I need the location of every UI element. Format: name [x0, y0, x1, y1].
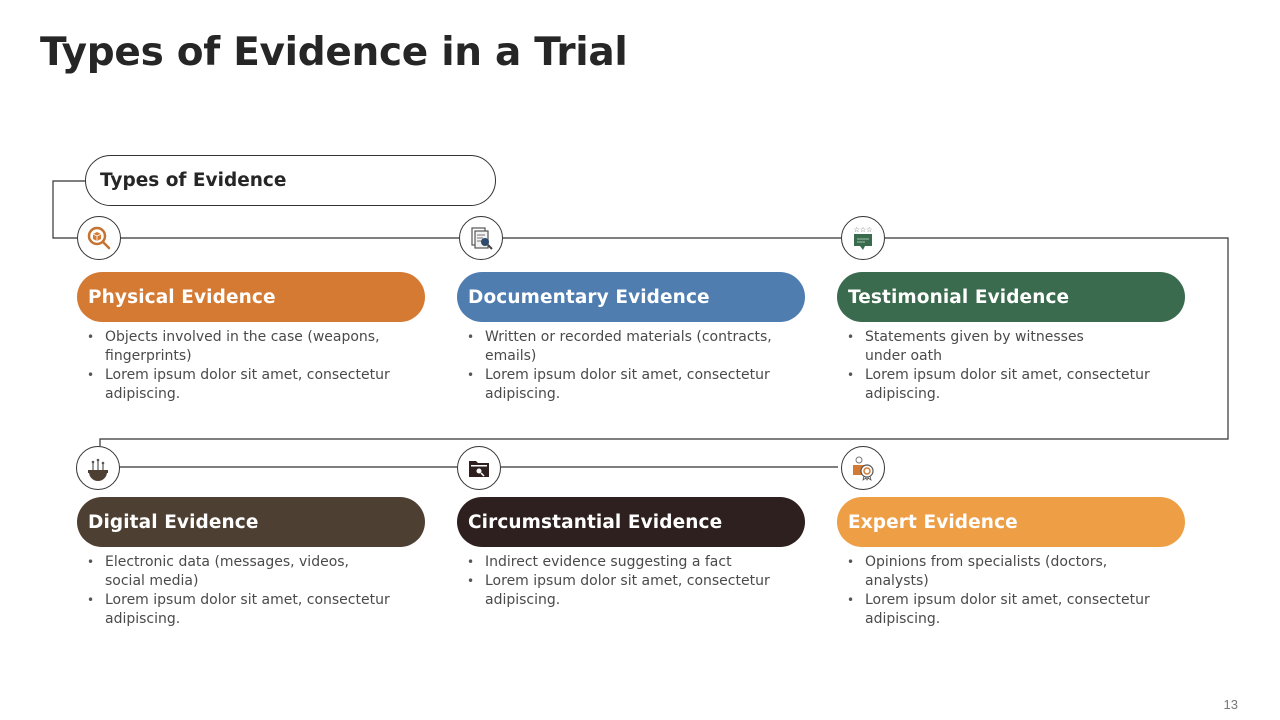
card-circumstantial-evidence: Circumstantial Evidence Indirect evidenc…	[457, 497, 805, 610]
bullet-list: Indirect evidence suggesting a fact Lore…	[457, 553, 805, 610]
document-search-icon	[471, 227, 493, 250]
bullet-list: Objects involved in the case (weapons, f…	[77, 328, 425, 404]
bullet-item: Lorem ipsum dolor sit amet, consectetur …	[467, 366, 777, 404]
bullet-item: Lorem ipsum dolor sit amet, consectetur …	[847, 366, 1157, 404]
box-magnifier-icon	[87, 226, 111, 250]
page-number: 13	[1223, 697, 1238, 712]
card-digital-evidence: Digital Evidence Electronic data (messag…	[77, 497, 425, 629]
card-header: Expert Evidence	[837, 497, 1185, 547]
svg-text:☆☆☆: ☆☆☆	[854, 226, 873, 234]
bullet-item: Lorem ipsum dolor sit amet, consectetur …	[87, 366, 397, 404]
root-connector	[52, 180, 85, 239]
expert-icon-circle	[841, 446, 885, 490]
card-header: Digital Evidence	[77, 497, 425, 547]
bullet-item: Opinions from specialists (doctors, anal…	[847, 553, 1142, 591]
root-node: Types of Evidence	[85, 155, 496, 206]
card-documentary-evidence: Documentary Evidence Written or recorded…	[457, 272, 805, 404]
bullet-list: Statements given by witnesses under oath…	[837, 328, 1185, 404]
bullet-item: Lorem ipsum dolor sit amet, consectetur …	[87, 591, 397, 629]
bullet-list: Written or recorded materials (contracts…	[457, 328, 805, 404]
physical-icon-circle	[77, 216, 121, 260]
bullet-item: Indirect evidence suggesting a fact	[467, 553, 777, 572]
bullet-item: Statements given by witnesses under oath	[847, 328, 1097, 366]
card-header: Circumstantial Evidence	[457, 497, 805, 547]
card-physical-evidence: Physical Evidence Objects involved in th…	[77, 272, 425, 404]
expert-badge-icon	[853, 456, 874, 481]
circumstantial-icon-circle	[457, 446, 501, 490]
row1-line-c	[99, 237, 1229, 446]
bullet-item: Electronic data (messages, videos, socia…	[87, 553, 377, 591]
digital-gear-icon	[88, 458, 108, 481]
bullet-item: Lorem ipsum dolor sit amet, consectetur …	[847, 591, 1157, 629]
documentary-icon-circle	[459, 216, 503, 260]
bullet-item: Lorem ipsum dolor sit amet, consectetur …	[467, 572, 777, 610]
card-expert-evidence: Expert Evidence Opinions from specialist…	[837, 497, 1185, 629]
bullet-item: Written or recorded materials (contracts…	[467, 328, 777, 366]
card-testimonial-evidence: Testimonial Evidence Statements given by…	[837, 272, 1185, 404]
bullet-list: Opinions from specialists (doctors, anal…	[837, 553, 1185, 629]
card-header: Testimonial Evidence	[837, 272, 1185, 322]
digital-icon-circle	[76, 446, 120, 490]
card-header: Documentary Evidence	[457, 272, 805, 322]
slide-title: Types of Evidence in a Trial	[40, 30, 628, 75]
card-header: Physical Evidence	[77, 272, 425, 322]
testimonial-icon-circle: ☆☆☆	[841, 216, 885, 260]
bullet-item: Objects involved in the case (weapons, f…	[87, 328, 397, 366]
speech-stars-icon: ☆☆☆	[854, 226, 873, 250]
bullet-list: Electronic data (messages, videos, socia…	[77, 553, 425, 629]
folder-search-icon	[469, 461, 489, 477]
